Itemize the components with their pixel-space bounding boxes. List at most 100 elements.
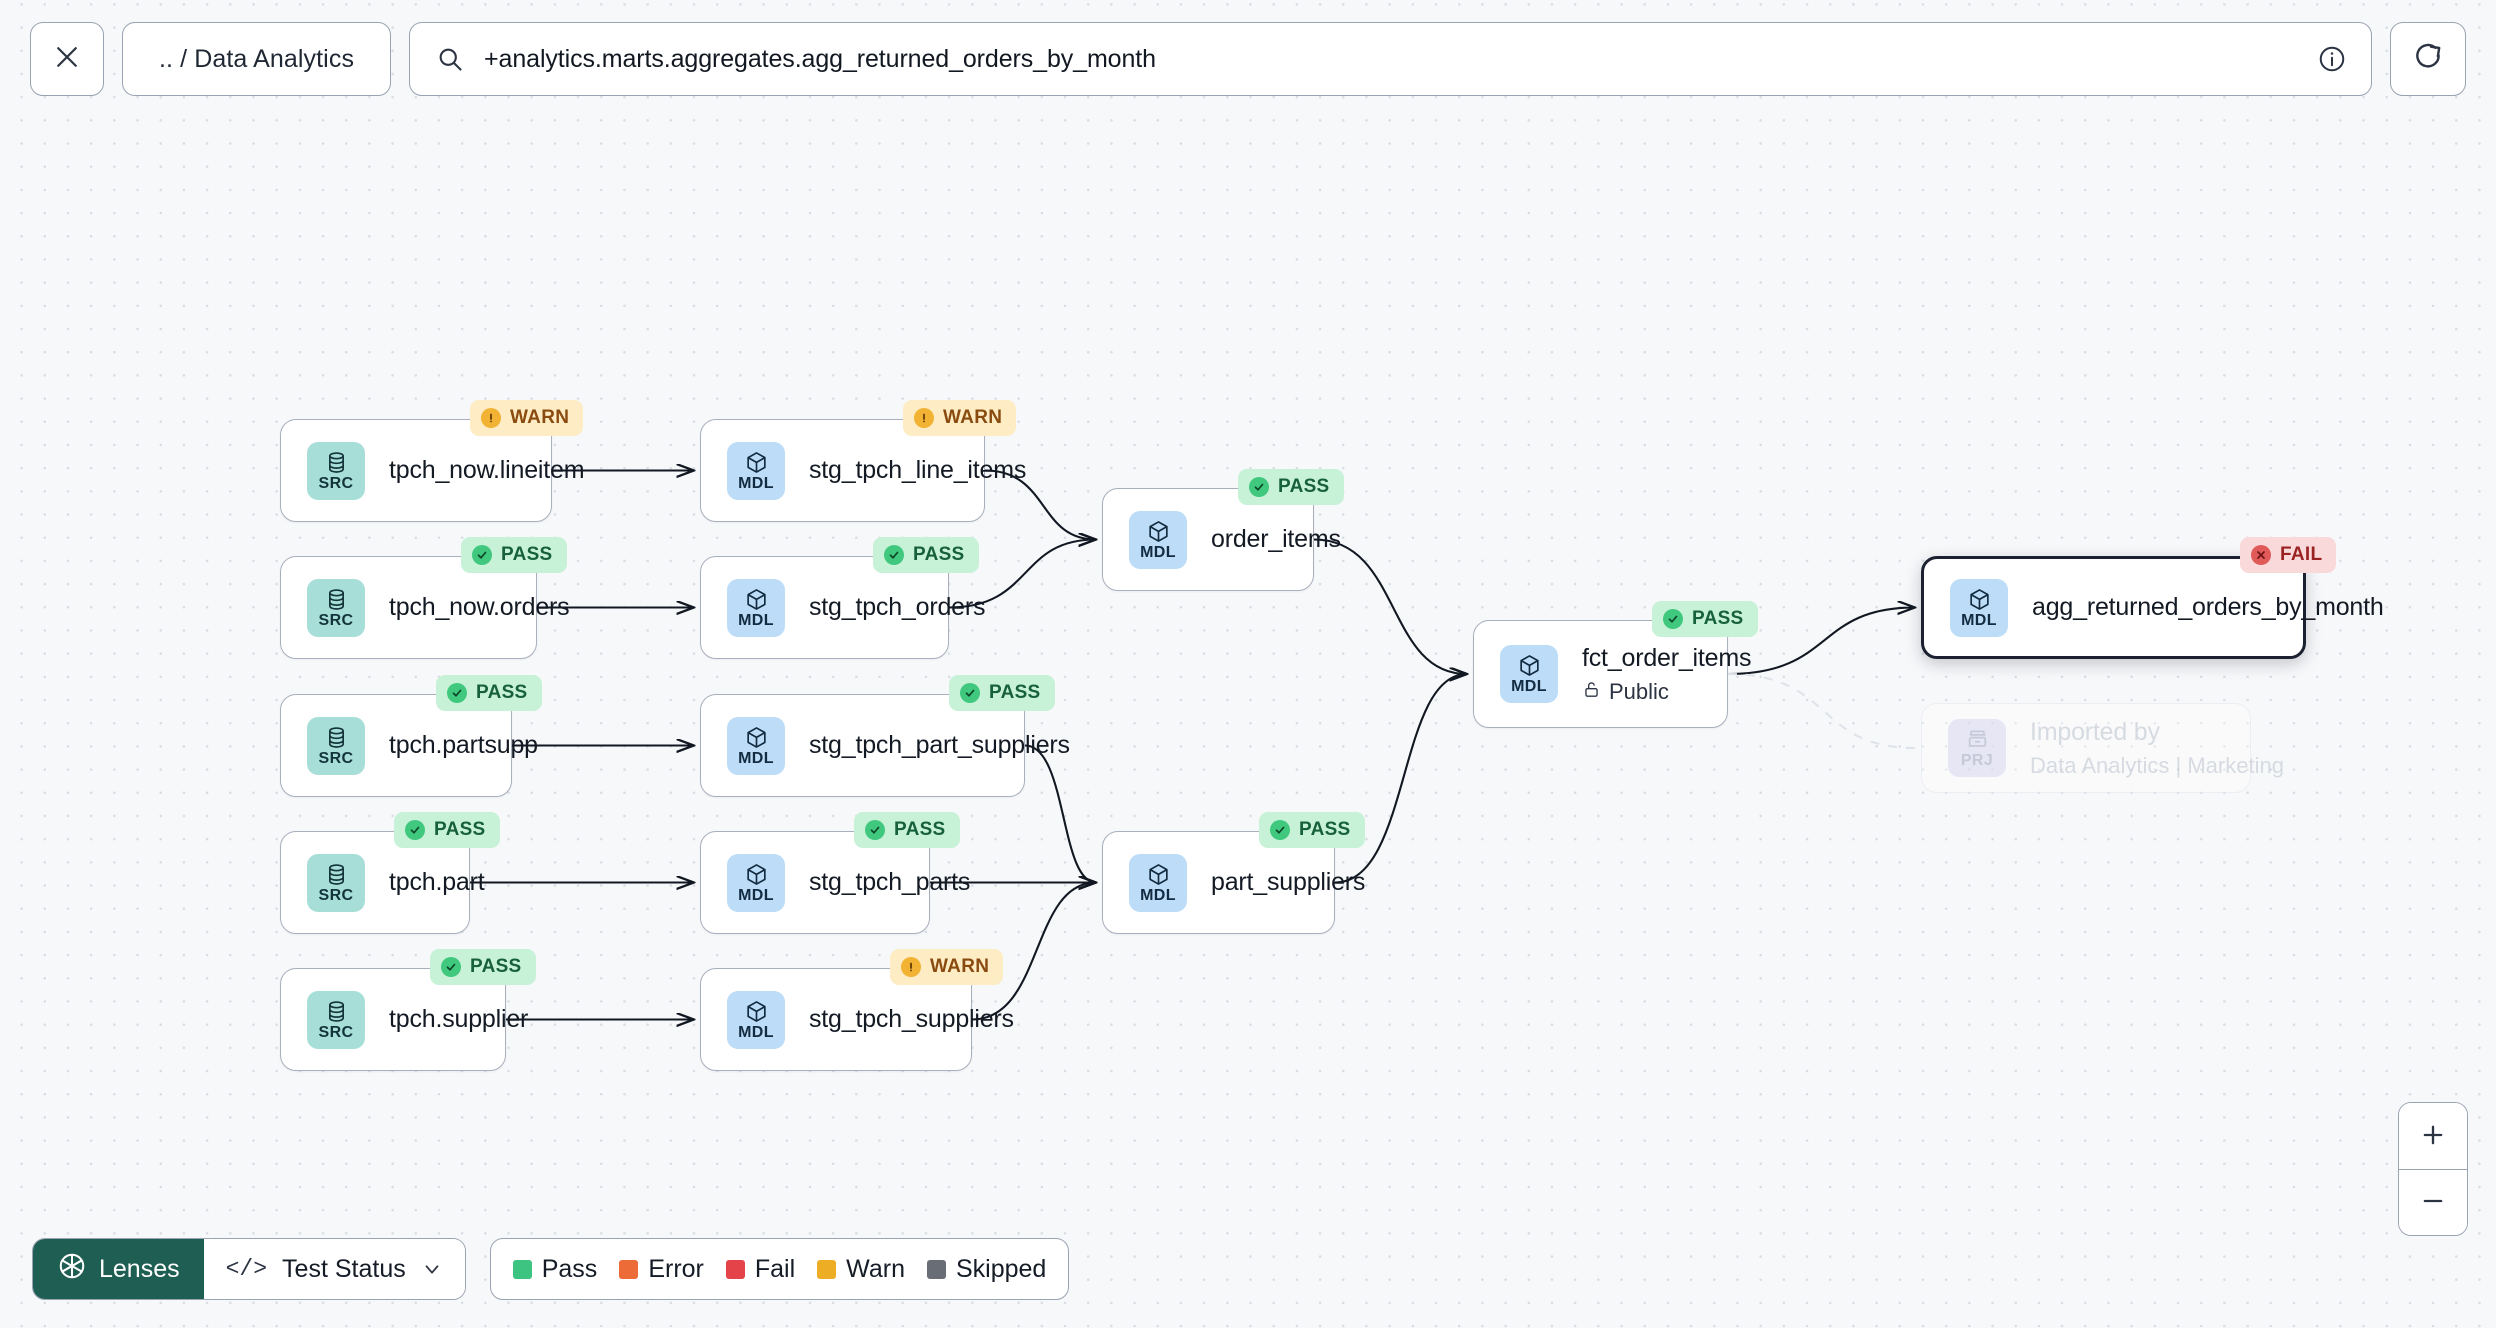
legend-label: Skipped bbox=[955, 1254, 1047, 1283]
lenses-button[interactable]: Lenses bbox=[33, 1239, 204, 1299]
node-owner: Data Analytics | Marketing bbox=[2030, 752, 2284, 778]
status-badge-part_suppliers[interactable]: PASS bbox=[1259, 812, 1365, 848]
zoom-in-button[interactable] bbox=[2399, 1103, 2467, 1169]
mdl-type-icon: MDL bbox=[1950, 578, 2008, 637]
status-badge-src_lineitem[interactable]: WARN bbox=[470, 400, 584, 436]
node-body: stg_tpch_parts bbox=[809, 868, 971, 897]
search-input[interactable] bbox=[484, 44, 2297, 74]
test-status-label: Test Status bbox=[282, 1254, 406, 1283]
node-body: stg_tpch_line_items bbox=[809, 456, 1027, 485]
mdl-type-icon: MDL bbox=[1129, 853, 1187, 912]
node-body: order_items bbox=[1211, 525, 1341, 554]
status-badge-src_supplier[interactable]: PASS bbox=[430, 949, 536, 985]
code-icon: </> bbox=[225, 1256, 268, 1282]
legend-item-error[interactable]: Error bbox=[619, 1255, 704, 1284]
status-label: PASS bbox=[1692, 608, 1744, 629]
node-title: tpch.partsupp bbox=[389, 731, 538, 759]
node-title: tpch_now.orders bbox=[389, 593, 570, 621]
status-badge-fct_order_items[interactable]: PASS bbox=[1652, 601, 1758, 637]
edge-order_items-to-fct_order_items bbox=[1313, 538, 1467, 675]
node-subtitle: Public bbox=[1609, 678, 1669, 704]
info-icon[interactable] bbox=[2317, 44, 2347, 74]
src-type-icon: SRC bbox=[307, 441, 365, 500]
status-badge-stg_parts[interactable]: PASS bbox=[854, 812, 960, 848]
status-label: WARN bbox=[510, 407, 570, 428]
status-badge-stg_suppliers[interactable]: WARN bbox=[890, 949, 1004, 985]
mdl-type-icon: MDL bbox=[727, 578, 785, 637]
status-label: WARN bbox=[930, 956, 990, 977]
status-badge-src_orders[interactable]: PASS bbox=[461, 537, 567, 573]
mdl-type-icon: MDL bbox=[727, 716, 785, 775]
status-pass-icon bbox=[447, 683, 467, 703]
unlock-icon bbox=[1582, 679, 1601, 705]
refresh-button[interactable] bbox=[2390, 22, 2466, 96]
status-pass-icon bbox=[441, 957, 461, 977]
prj-type-icon: PRJ bbox=[1948, 719, 2006, 777]
breadcrumb[interactable]: .. / Data Analytics bbox=[122, 22, 392, 96]
status-pass-icon bbox=[405, 820, 425, 840]
search-bar[interactable] bbox=[409, 22, 2372, 96]
edge-part_suppliers-to-fct_order_items bbox=[1334, 674, 1467, 884]
graph-node-stg_part_supp[interactable]: MDL stg_tpch_part_suppliers bbox=[700, 694, 1070, 797]
zoom-out-button[interactable] bbox=[2399, 1169, 2467, 1235]
status-pass-icon bbox=[472, 545, 492, 565]
legend-item-pass[interactable]: Pass bbox=[512, 1254, 598, 1284]
status-badge-stg_orders[interactable]: PASS bbox=[873, 537, 979, 573]
src-type-icon: SRC bbox=[307, 853, 365, 912]
legend-label: Pass bbox=[541, 1254, 598, 1283]
node-body: stg_tpch_orders bbox=[809, 593, 986, 622]
mdl-type-icon: MDL bbox=[727, 990, 785, 1049]
status-pass-icon bbox=[1663, 609, 1683, 629]
status-label: PASS bbox=[434, 819, 486, 840]
graph-node-imported_prj[interactable]: PRJ Imported by Data Analytics | Marketing bbox=[1921, 703, 2284, 793]
status-label: PASS bbox=[501, 544, 553, 565]
status-badge-src_part[interactable]: PASS bbox=[394, 812, 500, 848]
node-title: stg_tpch_orders bbox=[809, 593, 986, 621]
graph-node-src_part[interactable]: SRC tpch.part bbox=[280, 831, 485, 934]
lens-group: Lenses </> Test Status bbox=[32, 1238, 466, 1300]
status-badge-agg_returned[interactable]: FAIL bbox=[2240, 537, 2337, 573]
node-title: stg_tpch_line_items bbox=[809, 456, 1027, 484]
chevron-down-icon bbox=[421, 1258, 443, 1280]
legend-label: Warn bbox=[846, 1254, 905, 1283]
node-title: fct_order_items bbox=[1582, 643, 1752, 672]
legend-item-fail[interactable]: Fail bbox=[725, 1255, 795, 1284]
node-body: fct_order_items Public bbox=[1582, 643, 1752, 705]
graph-node-stg_orders[interactable]: MDL stg_tpch_orders bbox=[700, 556, 986, 659]
node-title: stg_tpch_parts bbox=[809, 868, 971, 896]
status-badge-stg_line_items[interactable]: WARN bbox=[903, 400, 1017, 436]
node-title: tpch.part bbox=[389, 868, 485, 896]
status-pass-icon bbox=[960, 683, 980, 703]
aperture-icon bbox=[57, 1251, 87, 1288]
legend-item-warn[interactable]: Warn bbox=[817, 1255, 905, 1284]
search-icon bbox=[436, 45, 464, 73]
status-label: PASS bbox=[989, 682, 1041, 703]
node-body: stg_tpch_part_suppliers bbox=[809, 731, 1070, 760]
zoom-controls bbox=[2398, 1102, 2468, 1236]
node-title: tpch.supplier bbox=[389, 1005, 529, 1033]
legend-item-skipped[interactable]: Skipped bbox=[926, 1254, 1047, 1284]
status-badge-order_items[interactable]: PASS bbox=[1238, 469, 1344, 505]
test-status-dropdown[interactable]: </> Test Status bbox=[203, 1239, 465, 1299]
refresh-icon bbox=[2412, 41, 2444, 78]
top-toolbar: .. / Data Analytics bbox=[0, 0, 2496, 118]
status-warn-icon bbox=[481, 408, 501, 428]
close-button[interactable] bbox=[30, 22, 104, 96]
status-badge-stg_part_supp[interactable]: PASS bbox=[949, 675, 1055, 711]
status-badge-src_partsupp[interactable]: PASS bbox=[436, 675, 542, 711]
node-title: Imported by bbox=[2030, 717, 2160, 746]
